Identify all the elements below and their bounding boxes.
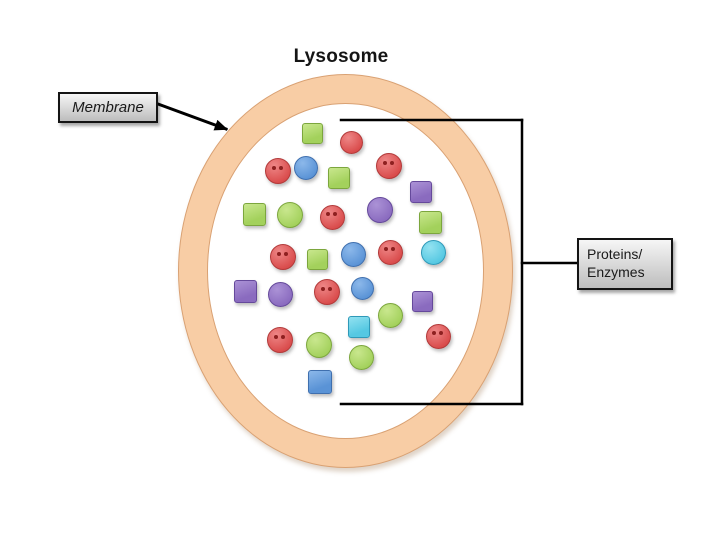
enzyme-dot [327,287,332,292]
enzyme-dot [325,212,330,217]
enzyme-dot [273,335,278,340]
enzyme-dot [283,252,288,257]
red-circle-dotted [265,158,291,184]
red-circle-dotted [319,204,345,230]
enzyme-dot [382,161,387,166]
purple-square [410,181,432,203]
proteins-label-box: Proteins/ Enzymes [577,238,673,290]
green-square [242,202,266,226]
enzyme-dot [438,331,443,336]
purple-square [233,279,257,303]
green-square [301,122,323,144]
blue-circle [294,156,318,180]
red-circle-dotted [270,244,296,270]
red-circle-dotted [267,327,293,353]
proteins-label-line2: Enzymes [587,264,645,281]
enzyme-dot [280,335,285,340]
cyan-square [348,316,370,338]
red-circle-dotted [377,239,403,265]
red-circle-dotted [425,323,451,349]
green-square [306,248,328,270]
purple-circle [267,281,293,307]
enzyme-dot [278,166,283,171]
membrane-label: Membrane [72,99,144,116]
lysosome-interior [207,103,484,439]
green-square [418,210,442,234]
green-square [328,167,350,189]
purple-circle [367,197,393,223]
green-circle [348,344,374,370]
diagram-title: Lysosome [293,46,389,67]
enzyme-dot [389,161,394,166]
enzyme-dot [390,247,395,252]
enzyme-dot [276,252,281,257]
green-circle [306,332,332,358]
enzyme-dot [332,212,337,217]
enzyme-dot [431,331,436,336]
green-circle [277,202,303,228]
proteins-label-line1: Proteins/ [587,246,643,262]
cyan-circle [420,239,446,265]
blue-square [308,370,332,394]
blue-circle [350,276,374,300]
purple-square [411,290,433,312]
enzyme-dot [383,247,388,252]
red-circle-dotted [376,153,402,179]
enzyme-dot [320,287,325,292]
red-circle [339,130,363,154]
blue-circle [340,241,366,267]
red-circle-dotted [314,279,340,305]
green-circle [377,302,403,328]
membrane-label-box: Membrane [58,92,158,123]
enzyme-dot [271,166,276,171]
